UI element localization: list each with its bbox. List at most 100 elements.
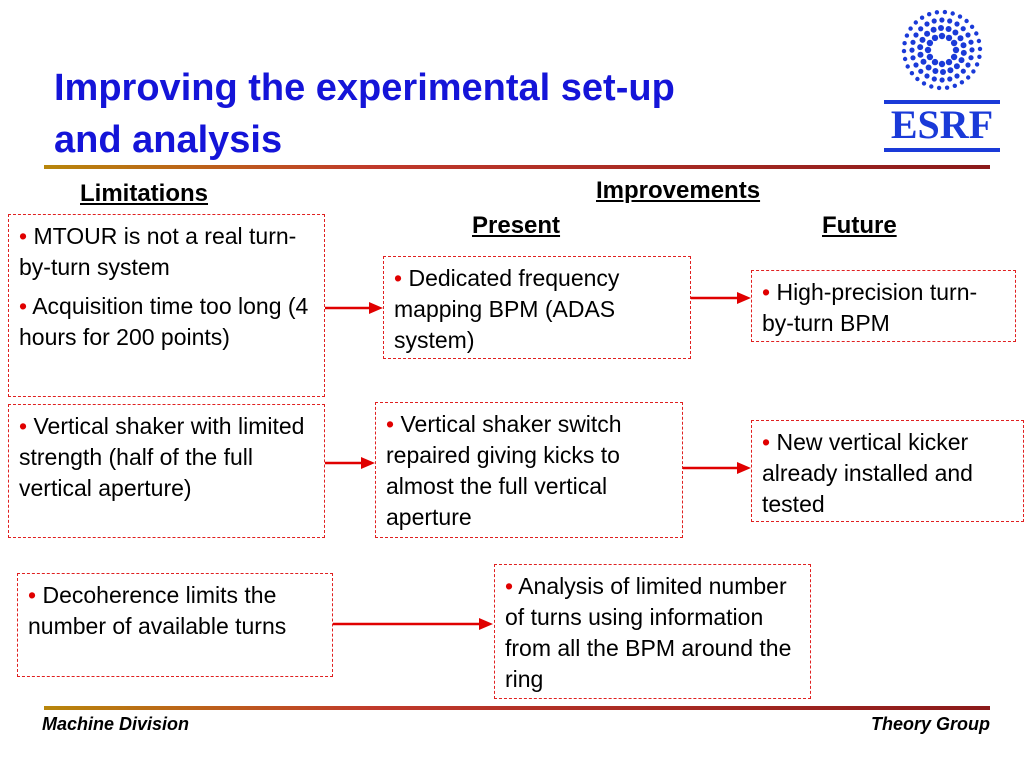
footer-divider — [44, 706, 990, 710]
logo-dot — [959, 80, 965, 85]
logo-dot — [929, 84, 934, 89]
logo-dot — [950, 11, 955, 16]
logo-dot — [910, 55, 916, 61]
slide-title-line-2: and analysis — [54, 119, 283, 161]
logo-text: ESRF — [891, 102, 993, 147]
limitation-box-shaker: • Vertical shaker with limited strength … — [8, 404, 325, 538]
title-divider — [44, 165, 990, 169]
limitation-text: Acquisition time too long (4 hours for 2… — [19, 293, 309, 350]
arrow-right-icon — [325, 302, 383, 314]
logo-dot — [915, 76, 920, 82]
logo-dot — [971, 69, 976, 74]
logo-dot — [926, 53, 934, 61]
logo-dot — [913, 62, 919, 68]
slide-title: Improving the experimental set-up and an… — [54, 62, 834, 166]
logo-dot — [913, 32, 919, 38]
logo-dot — [957, 35, 964, 42]
logo-dot — [952, 46, 960, 54]
bullet-icon: • — [386, 411, 395, 437]
logo-dot — [913, 20, 918, 25]
logo-dot — [947, 67, 954, 74]
logo-dot — [926, 39, 934, 47]
bullet-icon: • — [762, 279, 771, 305]
logo-dot — [960, 26, 966, 32]
logo-dot — [920, 58, 927, 65]
logo-dot — [924, 21, 930, 27]
logo-dot — [932, 68, 939, 74]
logo-dot — [904, 33, 910, 38]
logo-dot — [977, 46, 983, 52]
arrow-right-icon — [691, 292, 751, 304]
logo-dot — [934, 10, 940, 15]
limitation-item: • Vertical shaker with limited strength … — [19, 411, 316, 504]
present-text: Analysis of limited number of turns usin… — [505, 573, 792, 692]
future-text: New vertical kicker already installed an… — [762, 429, 973, 517]
logo-dot — [965, 62, 971, 68]
arrow-right-icon — [683, 462, 751, 474]
limitation-item: • Decoherence limits the number of avail… — [28, 580, 324, 642]
logo-dot — [976, 38, 982, 44]
present-item: • Vertical shaker switch repaired giving… — [386, 409, 674, 533]
limitation-text: Decoherence limits the number of availab… — [28, 582, 287, 639]
present-text: Dedicated frequency mapping BPM (ADAS sy… — [394, 265, 620, 353]
present-box-analysis: • Analysis of limited number of turns us… — [494, 564, 811, 699]
logo-dot — [954, 73, 960, 79]
logo-dot — [940, 69, 946, 75]
bullet-icon: • — [394, 265, 403, 291]
logo-dot — [965, 32, 971, 38]
logo-dot — [977, 54, 982, 59]
footer-left: Machine Division — [42, 714, 190, 734]
future-box-kicker: • New vertical kicker already installed … — [751, 420, 1024, 522]
heading-present: Present — [472, 212, 561, 239]
bullet-icon: • — [19, 223, 28, 249]
arrow-right-icon — [325, 457, 375, 469]
heading-future: Future — [822, 212, 897, 239]
logo-dot — [905, 64, 910, 69]
logo-dot — [960, 42, 967, 49]
logo-dot — [909, 71, 915, 76]
logo-dot — [945, 34, 953, 42]
present-box-bpm: • Dedicated frequency mapping BPM (ADAS … — [383, 256, 691, 359]
logo-dot — [953, 63, 960, 70]
logo-dot — [931, 18, 937, 24]
logo-dot — [927, 12, 932, 17]
logo-dot — [964, 18, 969, 24]
logo-dot — [908, 26, 913, 31]
arrow-right-icon — [333, 618, 493, 630]
logo-dot — [950, 39, 958, 47]
esrf-logo: ESRF — [884, 9, 1000, 152]
logo-dot — [931, 34, 939, 42]
heading-improvements: Improvements — [596, 177, 761, 204]
logo-dot — [958, 57, 965, 64]
present-box-shaker: • Vertical shaker switch repaired giving… — [375, 402, 683, 538]
logo-dot — [947, 18, 953, 24]
heading-limitations: Limitations — [80, 180, 209, 207]
logo-dot — [954, 21, 960, 27]
logo-dot-ring — [901, 9, 983, 91]
limitation-text: Vertical shaker with limited strength (h… — [19, 413, 305, 501]
logo-dot — [917, 44, 924, 51]
logo-dot — [921, 81, 927, 86]
logo-dot — [960, 49, 967, 56]
logo-dot — [945, 26, 952, 32]
logo-dot — [909, 47, 915, 53]
limitation-text: MTOUR is not a real turn-by-turn system — [19, 223, 297, 280]
logo-dot — [939, 77, 945, 83]
logo-dot — [944, 85, 950, 90]
logo-dot — [919, 15, 925, 20]
logo-dot — [931, 58, 939, 66]
logo-dot — [902, 56, 908, 62]
logo-dot — [966, 75, 971, 80]
logo-dot — [968, 55, 974, 61]
logo-dot — [950, 53, 958, 61]
logo-dot — [939, 17, 945, 23]
logo-dot — [957, 14, 963, 19]
bullet-icon: • — [19, 293, 28, 319]
logo-dot — [931, 76, 937, 82]
logo-dot — [936, 85, 942, 91]
limitation-item: • Acquisition time too long (4 hours for… — [19, 291, 316, 353]
logo-dot — [947, 76, 953, 82]
logo-dot — [974, 31, 979, 36]
logo-dot — [968, 39, 974, 45]
logo-dot — [924, 46, 932, 54]
